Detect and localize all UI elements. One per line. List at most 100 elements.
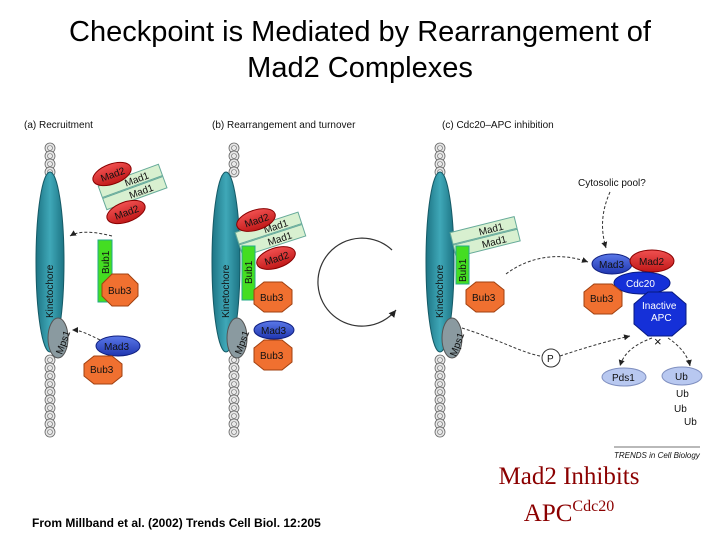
mad2-a-2 [106, 199, 146, 225]
journal-mark: TRENDS in Cell Biology [614, 451, 701, 460]
mad3-c-label: Mad3 [599, 260, 624, 271]
chromatin-coil-core [437, 429, 443, 435]
chromatin-coil-core [437, 421, 443, 427]
bub3-c-2 [583, 283, 623, 315]
kinetochore-a [35, 171, 65, 353]
panel-b: Kinetochore Mps1 Mad1 Mad1 Mad2 Mad2 Bub… [211, 171, 397, 371]
citation: From Millband et al. (2002) Trends Cell … [32, 516, 321, 530]
chromatin-coil-core [231, 421, 237, 427]
kinetochore-c-label: Kinetochore [435, 264, 446, 318]
ub-target [661, 366, 703, 386]
release-arrow [505, 256, 589, 275]
blocked-arrow-left [618, 337, 653, 367]
kinetochore-a-label: Kinetochore [45, 264, 56, 318]
chromatin-coil-core [47, 389, 53, 395]
chromatin-coil-core [437, 381, 443, 387]
recruit-arrow-1 [69, 230, 113, 237]
bub1-c [455, 245, 470, 285]
bub3-b-2 [253, 339, 293, 371]
cytosolic-arrow [601, 191, 611, 249]
chromatin-coil-core [231, 169, 237, 175]
chromatin-coil-core [231, 413, 237, 419]
chromatin-coil-core [437, 413, 443, 419]
chromatin-coil-loop [228, 166, 240, 178]
caption-apc: APC [523, 500, 573, 527]
chromatin-coil-loop [228, 426, 240, 438]
bub1-b [241, 245, 256, 301]
panel-a-label: (a) Recruitment [24, 120, 93, 131]
ub-label-2: Ub [676, 389, 689, 400]
chromatin-coil-core [231, 397, 237, 403]
bub3-a-1-label: Bub3 [108, 286, 132, 297]
bub3-a-2 [83, 355, 123, 385]
mad2-b-1 [236, 208, 276, 232]
mad3-a [95, 335, 141, 357]
chromatin-coil-c [434, 142, 446, 438]
bub3-c-2-label: Bub3 [590, 294, 614, 305]
caption-line2: APCCdc20 [474, 492, 664, 529]
mad3-b-label: Mad3 [261, 326, 286, 337]
bub1-c-label: Bub1 [458, 258, 469, 282]
mad1-dimer-c: Mad1 Mad1 [449, 216, 521, 258]
bub3-b-1-label: Bub3 [260, 293, 284, 304]
chromatin-coil-core [231, 405, 237, 411]
kinetochore-b-label: Kinetochore [221, 264, 232, 318]
chromatin-coil-core [437, 397, 443, 403]
inactive-apc [633, 291, 687, 337]
mps1-a [47, 317, 69, 359]
chromatin-coil-core [231, 373, 237, 379]
chromatin-coil-core [47, 365, 53, 371]
chromatin-coil-core [231, 365, 237, 371]
chromatin-coil-core [47, 413, 53, 419]
mad1-dimer-b: Mad1 Mad1 [234, 211, 307, 257]
recruit-arrow-2 [71, 327, 101, 341]
chromatin-coil-core [47, 429, 53, 435]
phospho-circle [541, 348, 561, 368]
caption-line1: Mad2 Inhibits [498, 463, 640, 490]
chromatin-coil-core [231, 389, 237, 395]
chromatin-coil-b [228, 142, 240, 438]
inactive-apc-label-1: Inactive [642, 301, 677, 312]
chromatin-coil-core [231, 429, 237, 435]
chromatin-coil-core [231, 381, 237, 387]
panel-a: Kinetochore Mps1 Mad1 Mad1 Mad2 Mad2 Bub… [35, 161, 168, 385]
mad2-c [629, 249, 675, 273]
chromatin-coil-core [437, 373, 443, 379]
pds1-label: Pds1 [612, 373, 635, 384]
bub3-c-1 [465, 281, 505, 313]
slide-title-line1: Checkpoint is Mediated by Rearrangement … [69, 16, 651, 48]
chromatin-coil-core [47, 373, 53, 379]
chromatin-coil-core [437, 153, 443, 159]
slide-title: Checkpoint is Mediated by Rearrangement … [0, 14, 720, 86]
chromatin-coil-core [47, 421, 53, 427]
chromatin-coil-core [437, 365, 443, 371]
chromatin-coil-loop [434, 426, 446, 438]
pds1 [601, 367, 647, 387]
caption-mad2-inhibits: Mad2 Inhibits APCCdc20 [474, 462, 664, 529]
phosphorylation-arrow-out [559, 334, 631, 357]
chromatin-coil-core [47, 381, 53, 387]
chromatin-coil-core [437, 357, 443, 363]
panel-c-label: (c) Cdc20–APC inhibition [442, 120, 554, 131]
chromatin-coil-core [437, 389, 443, 395]
chromatin-coil-core [47, 153, 53, 159]
cdc20-c [613, 271, 671, 295]
chromatin-coil-core [231, 161, 237, 167]
bub1-b-label: Bub1 [244, 260, 255, 284]
bub3-a-2-label: Bub3 [90, 365, 114, 376]
chromatin-coil-core [47, 397, 53, 403]
inactive-apc-label-2: APC [651, 313, 672, 324]
chromatin-coil-loop [44, 426, 56, 438]
mps1-c [441, 317, 463, 359]
bub3-a-1 [101, 273, 139, 307]
ub-label-1: Ub [675, 372, 688, 383]
chromatin-coil-a [44, 142, 56, 438]
chromatin-coil-core [231, 145, 237, 151]
chromatin-coil-core [47, 145, 53, 151]
block-x-icon: × [654, 334, 662, 349]
kinetochore-b [211, 171, 241, 353]
mad3-b [253, 320, 295, 340]
panel-b-label: (b) Rearrangement and turnover [212, 120, 356, 131]
mps1-b [226, 317, 248, 359]
blocked-arrow-right [667, 337, 692, 367]
